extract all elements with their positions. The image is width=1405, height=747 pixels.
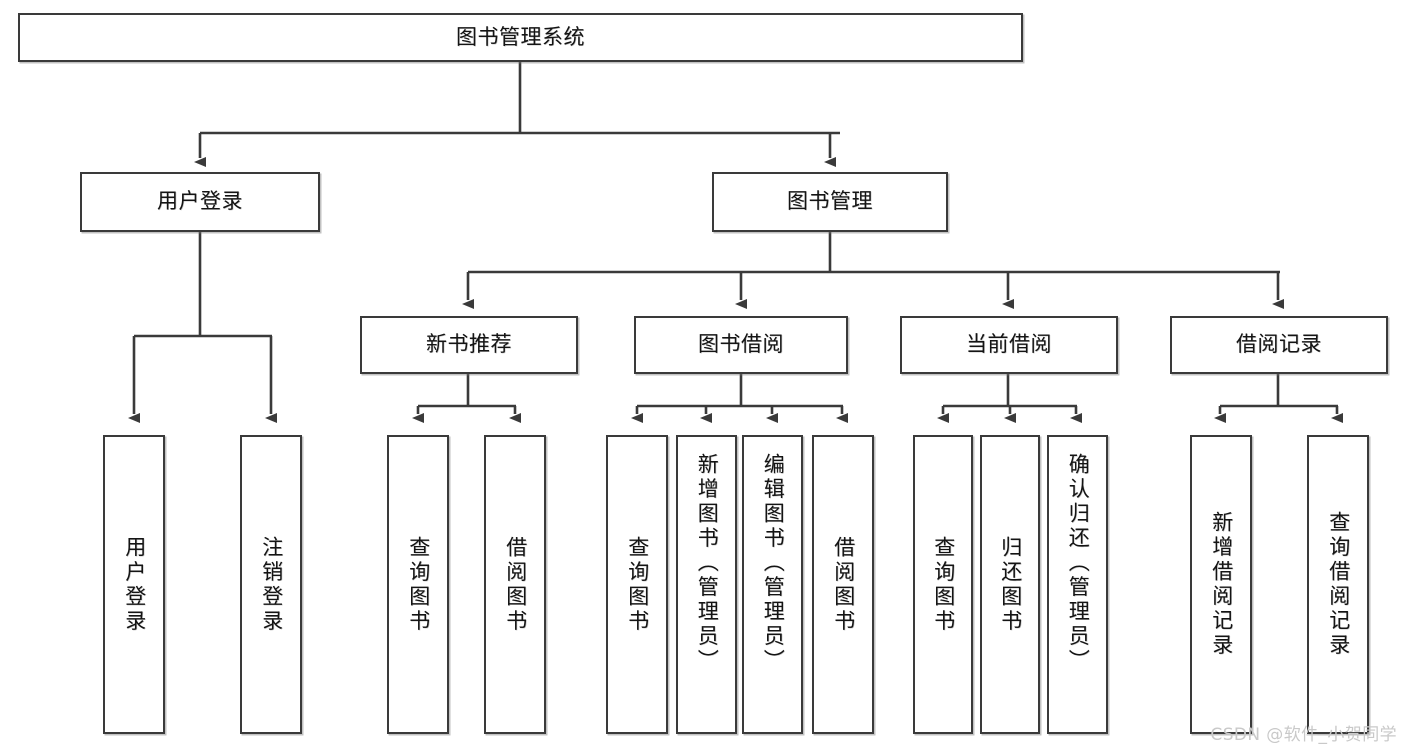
node-leaf-query-book-2-label: 查询图书 — [625, 535, 650, 634]
node-leaf-borrow-book-1[interactable]: 借阅图书 — [484, 435, 546, 734]
node-new-book-recommend[interactable]: 新书推荐 — [360, 316, 578, 374]
node-leaf-query-borrow-record-label: 查询借阅记录 — [1326, 511, 1351, 658]
node-user-login-label: 用户登录 — [157, 189, 243, 214]
node-leaf-borrow-book-2[interactable]: 借阅图书 — [812, 435, 874, 734]
node-leaf-return-book-label: 归还图书 — [998, 535, 1023, 634]
node-leaf-edit-book[interactable]: 编辑图书（管理员） — [742, 435, 803, 734]
node-leaf-user-logout[interactable]: 注销登录 — [240, 435, 302, 734]
node-leaf-return-book[interactable]: 归还图书 — [980, 435, 1040, 734]
node-leaf-add-book-label: 新增图书（管理员） — [695, 453, 720, 674]
node-user-login[interactable]: 用户登录 — [80, 172, 320, 232]
node-book-borrow[interactable]: 图书借阅 — [634, 316, 848, 374]
node-leaf-query-book-3[interactable]: 查询图书 — [913, 435, 973, 734]
node-book-borrow-label: 图书借阅 — [698, 332, 784, 357]
node-leaf-query-book-1-label: 查询图书 — [406, 535, 431, 634]
node-leaf-borrow-book-1-label: 借阅图书 — [503, 535, 528, 634]
node-leaf-borrow-book-2-label: 借阅图书 — [831, 535, 856, 634]
node-leaf-add-borrow-record[interactable]: 新增借阅记录 — [1190, 435, 1252, 734]
node-leaf-confirm-return-label: 确认归还（管理员） — [1066, 453, 1091, 674]
node-leaf-query-book-1[interactable]: 查询图书 — [387, 435, 449, 734]
node-root[interactable]: 图书管理系统 — [18, 13, 1023, 62]
node-new-book-recommend-label: 新书推荐 — [426, 332, 512, 357]
node-leaf-confirm-return[interactable]: 确认归还（管理员） — [1047, 435, 1108, 734]
node-leaf-user-login-label: 用户登录 — [122, 535, 147, 634]
node-leaf-query-borrow-record[interactable]: 查询借阅记录 — [1307, 435, 1369, 734]
node-book-management[interactable]: 图书管理 — [712, 172, 948, 232]
node-leaf-user-logout-label: 注销登录 — [259, 535, 284, 634]
node-leaf-query-book-2[interactable]: 查询图书 — [606, 435, 668, 734]
node-leaf-query-book-3-label: 查询图书 — [931, 535, 956, 634]
node-book-management-label: 图书管理 — [787, 189, 873, 214]
node-leaf-edit-book-label: 编辑图书（管理员） — [761, 453, 786, 674]
node-current-borrow-label: 当前借阅 — [966, 332, 1052, 357]
node-leaf-user-login[interactable]: 用户登录 — [103, 435, 165, 734]
node-root-label: 图书管理系统 — [456, 24, 585, 49]
node-leaf-add-borrow-record-label: 新增借阅记录 — [1209, 511, 1234, 658]
node-borrow-record[interactable]: 借阅记录 — [1170, 316, 1388, 374]
node-leaf-add-book[interactable]: 新增图书（管理员） — [676, 435, 737, 734]
node-current-borrow[interactable]: 当前借阅 — [900, 316, 1118, 374]
watermark: CSDN @软件_小贺同学 — [1210, 725, 1397, 745]
node-borrow-record-label: 借阅记录 — [1236, 332, 1322, 357]
